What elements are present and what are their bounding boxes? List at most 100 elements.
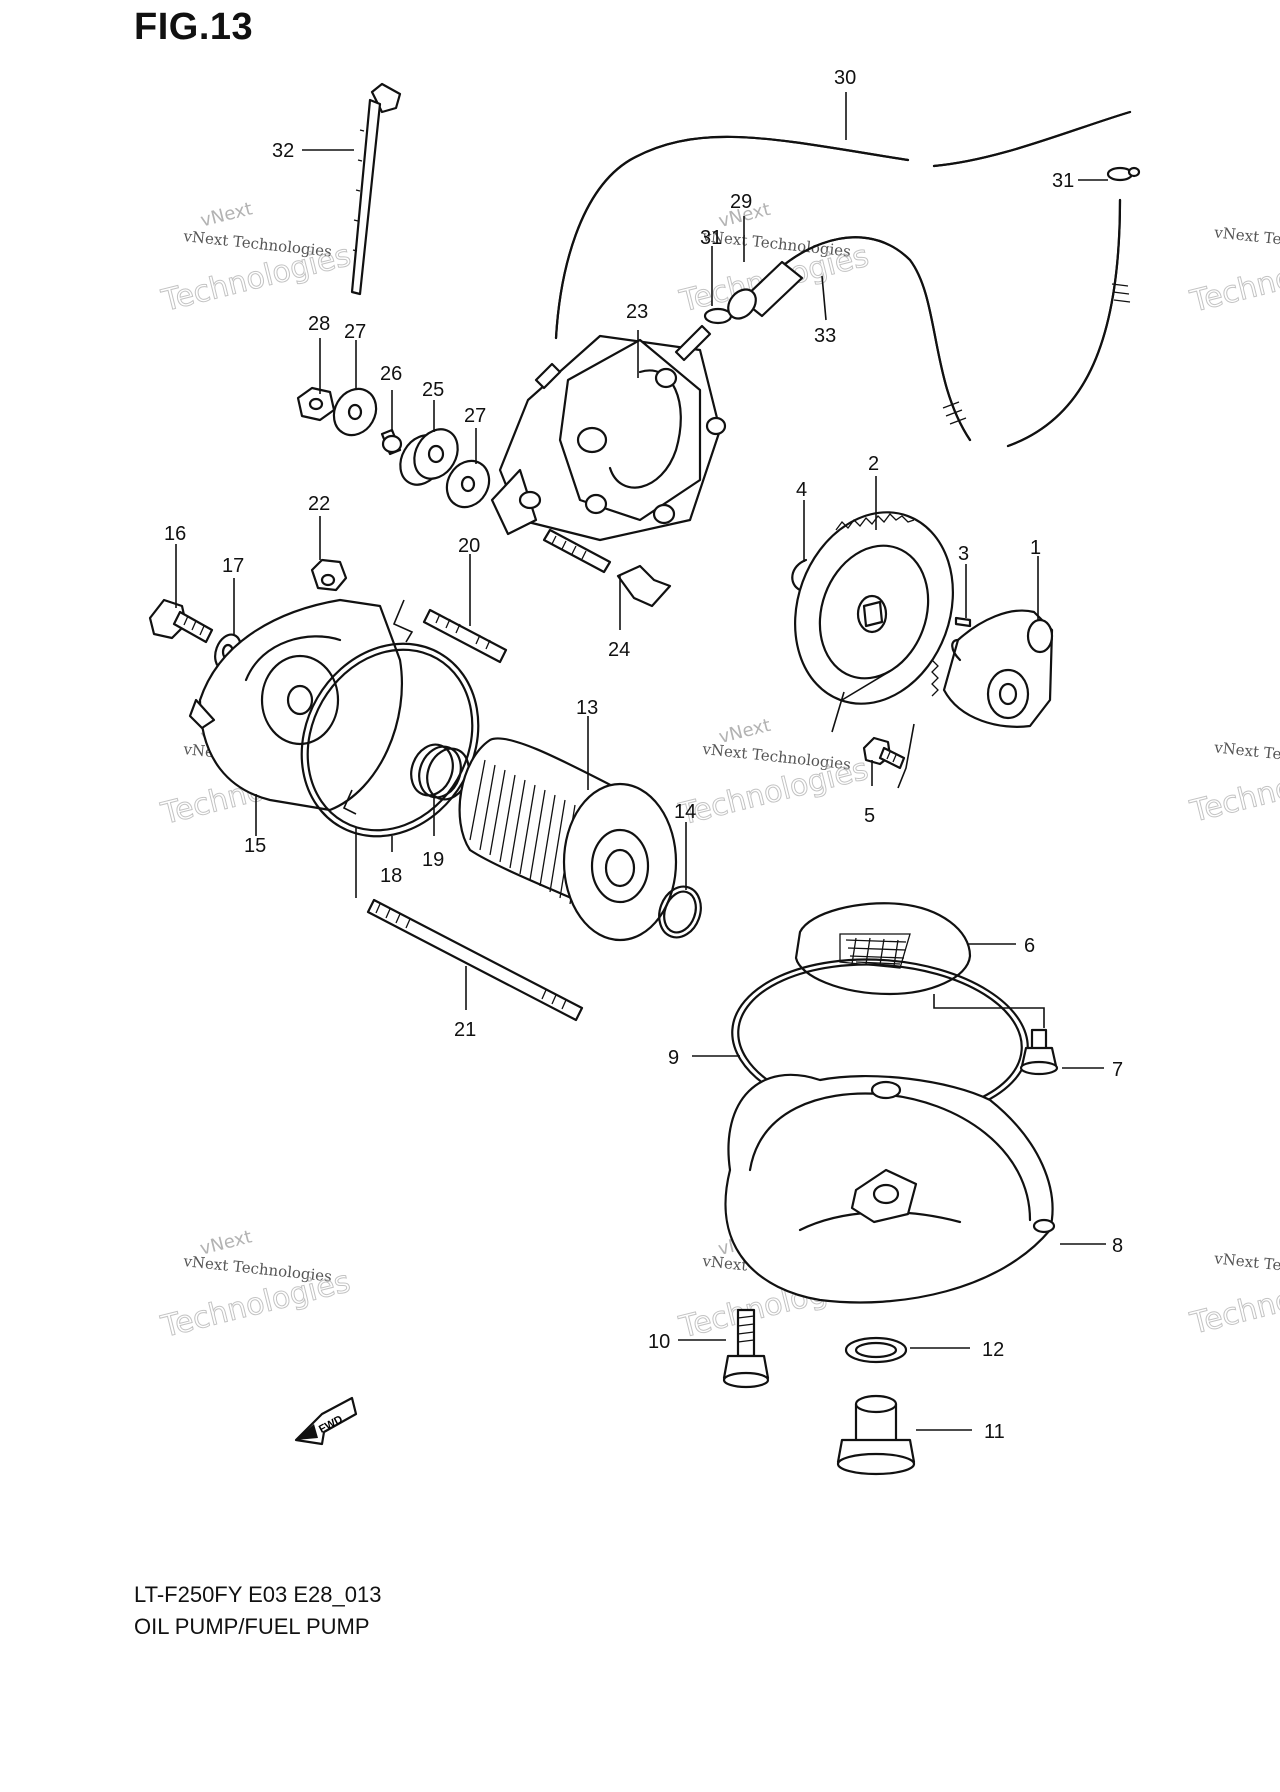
svg-text:vNext Technologies: vNext Technologies — [1213, 1249, 1280, 1283]
part-22-nut — [310, 558, 348, 592]
part-15-oil-filter-cap — [188, 598, 403, 812]
part-32-cable-tie — [350, 82, 402, 296]
svg-text:26: 26 — [380, 363, 402, 385]
svg-text:31: 31 — [1052, 170, 1074, 192]
svg-text:3: 3 — [958, 543, 969, 565]
part-5-bolt — [862, 736, 906, 770]
part-31-clip-right — [1106, 166, 1141, 182]
callout-27-upper: 27 — [344, 321, 366, 390]
svg-text:15: 15 — [244, 835, 266, 857]
svg-text:33: 33 — [814, 325, 836, 347]
callout-11: 11 — [916, 1421, 1005, 1443]
callout-12: 12 — [910, 1339, 1004, 1361]
svg-text:24: 24 — [608, 639, 630, 661]
svg-text:13: 13 — [576, 697, 598, 719]
svg-text:20: 20 — [458, 535, 480, 557]
part-2-oil-pump-gear — [794, 511, 954, 705]
svg-text:12: 12 — [982, 1339, 1004, 1361]
svg-text:14: 14 — [674, 801, 696, 823]
callout-21: 21 — [454, 966, 476, 1041]
svg-text:Technologies: Technologies — [1186, 1261, 1280, 1342]
watermark-top-left: vNext vNext Technologies Technologies — [157, 198, 354, 319]
svg-text:vNext Technologies: vNext Technologies — [1212, 738, 1280, 772]
callout-26: 26 — [380, 363, 402, 432]
svg-text:19: 19 — [422, 849, 444, 871]
part-6-oil-strainer — [794, 902, 972, 996]
watermark-mid-right: vNext Technologies Technologies — [1186, 738, 1280, 830]
callout-15: 15 — [244, 794, 266, 857]
part-27-washer-a — [332, 387, 378, 437]
callout-28: 28 — [308, 313, 330, 394]
callout-32: 32 — [272, 140, 354, 162]
part-8-sump-cover — [724, 1073, 1056, 1304]
svg-text:5: 5 — [864, 805, 875, 827]
part-31-clip-left — [703, 307, 733, 325]
svg-text:25: 25 — [422, 379, 444, 401]
section-title: OIL PUMP/FUEL PUMP — [134, 1614, 370, 1639]
part-30-fuel-hose — [554, 110, 1132, 340]
svg-text:31: 31 — [700, 227, 722, 249]
svg-text:8: 8 — [1112, 1235, 1123, 1257]
svg-text:22: 22 — [308, 493, 330, 515]
svg-text:vNext: vNext — [198, 198, 254, 231]
callout-33: 33 — [814, 275, 836, 347]
callout-9: 9 — [668, 1047, 740, 1069]
svg-text:29: 29 — [730, 191, 752, 213]
callout-14: 14 — [674, 801, 696, 890]
part-3-pin — [954, 616, 972, 628]
svg-text:27: 27 — [344, 321, 366, 343]
callout-30: 30 — [834, 67, 856, 140]
part-28-nut — [296, 386, 336, 422]
callout-20: 20 — [458, 535, 480, 626]
part-27-washer-b — [445, 459, 491, 509]
part-23-fuel-pump — [490, 324, 727, 542]
part-16-bolt — [148, 598, 214, 644]
part-11-drain-plug — [836, 1394, 916, 1476]
callout-17: 17 — [222, 555, 244, 634]
part-24-bolt — [542, 528, 672, 608]
callout-8: 8 — [1060, 1235, 1123, 1257]
callout-24: 24 — [608, 576, 630, 661]
svg-text:7: 7 — [1112, 1059, 1123, 1081]
svg-text:16: 16 — [164, 523, 186, 545]
callout-6: 6 — [968, 935, 1035, 957]
callout-3: 3 — [958, 543, 969, 618]
part-20-stud — [422, 608, 508, 664]
svg-text:17: 17 — [222, 555, 244, 577]
callout-31-right: 31 — [1052, 170, 1108, 192]
model-code: LT-F250FY E03 E28_013 — [134, 1582, 382, 1607]
watermark-bottom-left: vNext vNext Technologies Technologies — [157, 1226, 354, 1345]
callout-22: 22 — [308, 493, 330, 560]
part-33-vacuum-hose — [744, 198, 1131, 448]
callout-23: 23 — [626, 301, 648, 378]
figure-title: FIG.13 — [134, 6, 254, 48]
callout-27-lower: 27 — [464, 405, 486, 464]
watermark-top-right: vNext Technologies Technologies — [1186, 223, 1280, 320]
part-13-oil-filter — [458, 737, 678, 942]
callout-10: 10 — [648, 1331, 726, 1353]
watermark-mid-center: vNext vNext Technologies Technologies — [675, 715, 872, 833]
callout-2: 2 — [868, 453, 879, 530]
svg-text:21: 21 — [454, 1019, 476, 1041]
svg-text:6: 6 — [1024, 935, 1035, 957]
svg-text:18: 18 — [380, 865, 402, 887]
part-25-grommet — [399, 428, 459, 486]
svg-text:30: 30 — [834, 67, 856, 89]
callout-19: 19 — [422, 794, 444, 871]
part-12-gasket — [844, 1336, 908, 1364]
assembly-lines — [342, 599, 1045, 1028]
callout-16: 16 — [164, 523, 186, 608]
part-26-collar — [380, 428, 403, 456]
svg-text:2: 2 — [868, 453, 879, 475]
svg-text:vNext Technologies: vNext Technologies — [1213, 223, 1280, 257]
part-14-o-ring — [658, 885, 702, 939]
fwd-arrow-icon: FWD — [294, 1396, 358, 1446]
callout-29: 29 — [730, 191, 752, 262]
svg-text:27: 27 — [464, 405, 486, 427]
part-1-oil-pump — [942, 609, 1054, 728]
watermark-bottom-right: vNext Technologies Technologies — [1186, 1249, 1280, 1342]
svg-text:23: 23 — [626, 301, 648, 323]
callout-25: 25 — [422, 379, 444, 432]
svg-text:28: 28 — [308, 313, 330, 335]
